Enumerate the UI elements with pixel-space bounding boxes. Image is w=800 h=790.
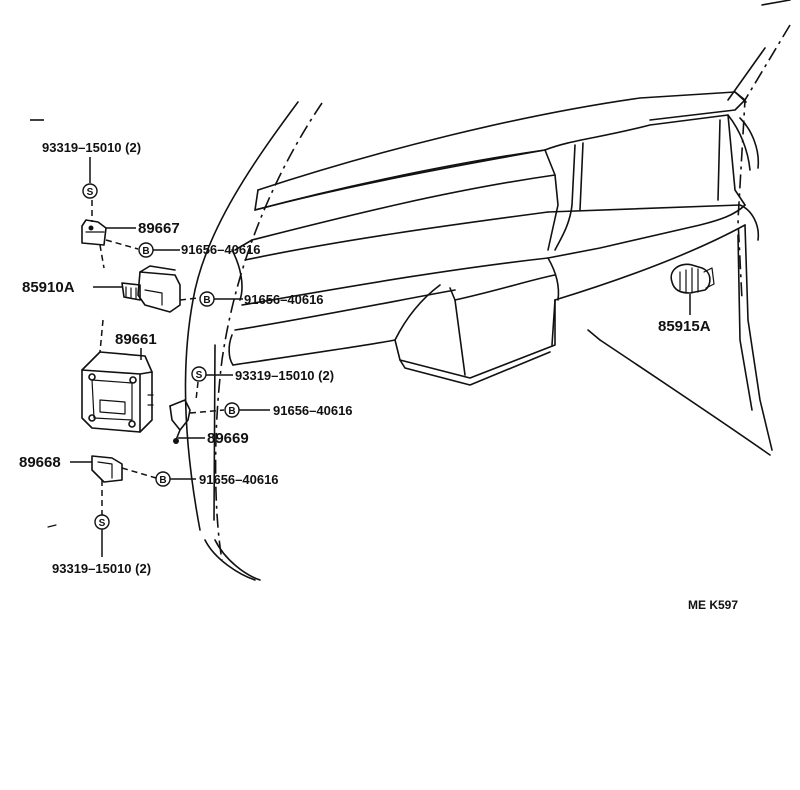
screw-symbol-top: S [82, 183, 98, 199]
part-89667-bracket [81, 219, 136, 246]
svg-text:B: B [203, 295, 210, 306]
svg-text:B: B [142, 246, 149, 257]
bolt-symbol-4: B [155, 471, 171, 487]
screw-symbol-bottom: S [94, 514, 110, 530]
label-bolt-91656-3: 91656–40616 [273, 403, 353, 418]
svg-text:B: B [228, 406, 235, 417]
part-85915A-connector [670, 263, 715, 315]
label-85910A: 85910A [22, 279, 75, 296]
label-89661: 89661 [115, 331, 157, 348]
assembly-line-left [91, 200, 105, 353]
bolt-symbol-3: B [224, 402, 240, 418]
drawing-code: ME K597 [688, 598, 738, 612]
part-89669-bracket [169, 399, 205, 444]
svg-text:S: S [87, 187, 94, 198]
bolt-symbol-2: B [199, 291, 215, 307]
label-93319-bottom: 93319–15010 (2) [52, 561, 151, 576]
label-85915A: 85915A [658, 318, 711, 335]
instrument-panel-outline [30, 0, 791, 581]
label-89667: 89667 [138, 220, 180, 237]
svg-text:S: S [99, 518, 106, 529]
part-89668-bracket [70, 455, 123, 483]
svg-text:B: B [159, 475, 166, 486]
bolt-symbol-1: B [138, 242, 154, 258]
part-89661-module [81, 348, 154, 433]
label-93319-top: 93319–15010 (2) [42, 140, 141, 155]
label-89668: 89668 [19, 454, 61, 471]
screw-symbol-mid: S [191, 366, 207, 382]
label-89669: 89669 [207, 430, 249, 447]
part-85910A-relay [93, 265, 181, 313]
label-bolt-91656-2: 91656–40616 [244, 292, 324, 307]
svg-text:S: S [196, 370, 203, 381]
label-93319-mid: 93319–15010 (2) [235, 368, 334, 383]
label-bolt-91656-4: 91656–40616 [199, 472, 279, 487]
label-bolt-91656-1: 91656–40616 [181, 242, 261, 257]
